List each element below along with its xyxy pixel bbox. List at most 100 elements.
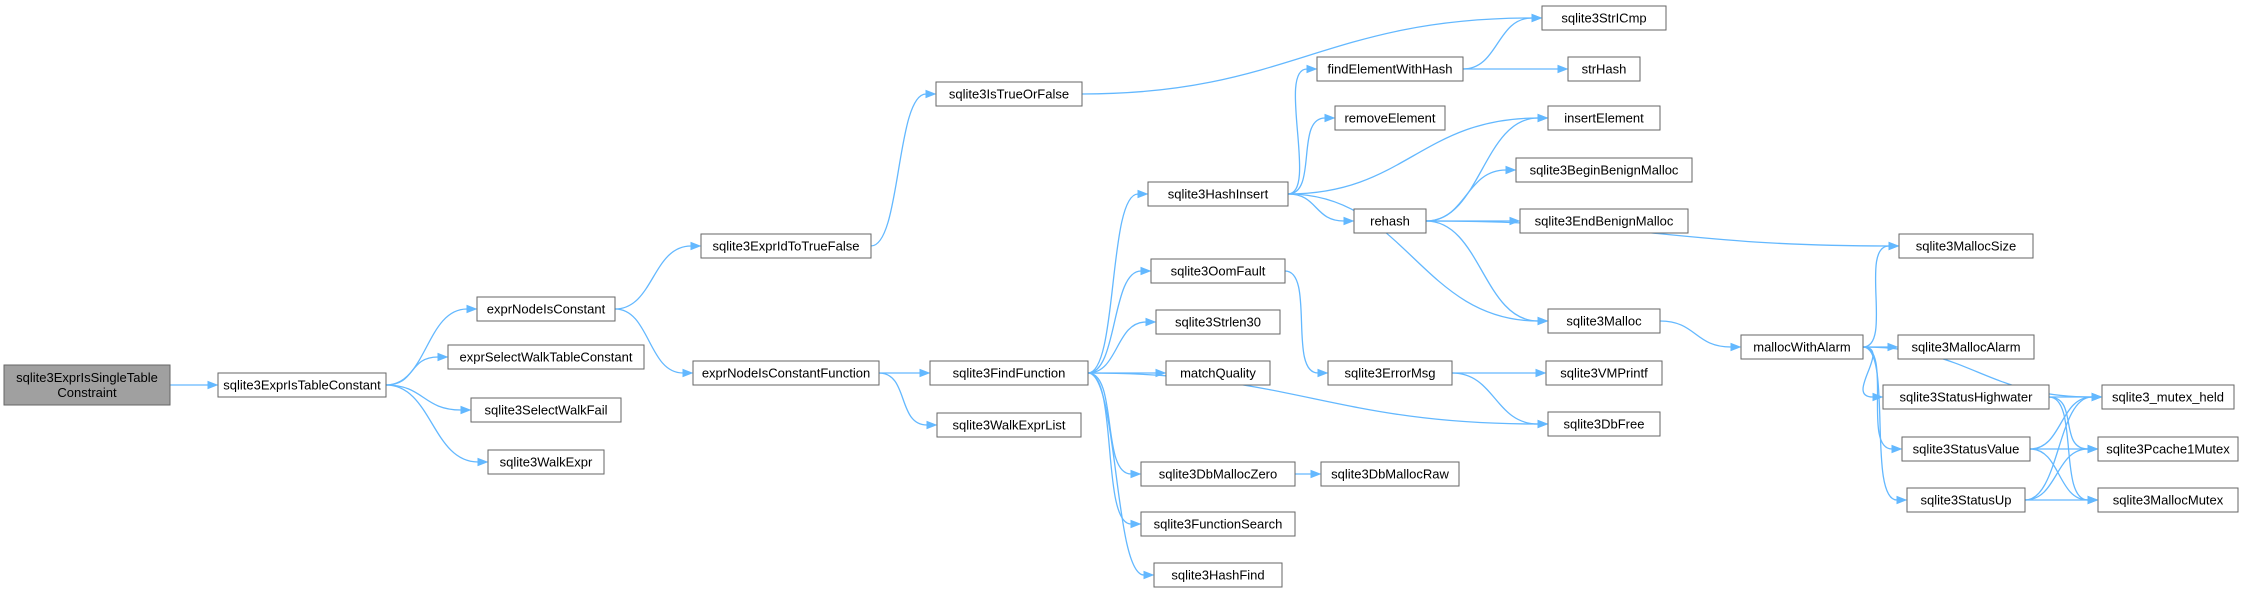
edge-line: [2024, 396, 2093, 501]
edge-findelementwithhash-to-sqlite3stricmp: [1462, 13, 1543, 70]
node-findelementwithhash[interactable]: findElementWithHash: [1316, 56, 1464, 82]
edge-line: [1081, 17, 1533, 95]
node-sqlite3dbmalloczero[interactable]: sqlite3DbMallocZero: [1140, 461, 1296, 487]
edge-line: [870, 93, 927, 247]
node-label: sqlite3EndBenignMalloc: [1535, 214, 1674, 229]
node-sqlite3hashinsert[interactable]: sqlite3HashInsert: [1147, 181, 1289, 207]
node-sqlite3dbfree[interactable]: sqlite3DbFree: [1547, 411, 1661, 437]
node-box: [1155, 309, 1281, 335]
edge-line: [1862, 245, 1890, 348]
node-sqlite3mallocsize[interactable]: sqlite3MallocSize: [1898, 233, 2034, 259]
node-sqlite3endbenignmalloc[interactable]: sqlite3EndBenignMalloc: [1519, 208, 1689, 234]
node-sqlite3oomfault[interactable]: sqlite3OomFault: [1150, 258, 1286, 284]
node-sqlite3dbmallocraw[interactable]: sqlite3DbMallocRaw: [1320, 461, 1460, 487]
edge-sqlite3findfunction-to-sqlite3strlen30: [1087, 317, 1157, 374]
node-box: [1541, 5, 1667, 31]
node-box: [1567, 56, 1641, 82]
node-box: [1547, 308, 1661, 334]
edge-line: [1287, 117, 1539, 195]
node-exprnodeisconstantfunction[interactable]: exprNodeIsConstantFunction: [692, 360, 880, 386]
node-label: findElementWithHash: [1328, 62, 1453, 77]
node-label: sqlite3WalkExprList: [953, 418, 1066, 433]
edge-line: [2029, 448, 2089, 501]
node-sqlite3malloc[interactable]: sqlite3Malloc: [1547, 308, 1661, 334]
node-exprnodeisconstant[interactable]: exprNodeIsConstant: [476, 296, 616, 322]
edge-arrowhead: [460, 405, 472, 415]
node-box: [1327, 360, 1453, 386]
node-label: insertElement: [1564, 111, 1644, 126]
node-box: [1165, 360, 1271, 386]
node-sqlite3istrueorfalse[interactable]: sqlite3IsTrueOrFalse: [935, 81, 1083, 107]
edge-line: [1659, 320, 1732, 348]
node-label: sqlite3Malloc: [1566, 314, 1642, 329]
edge-sqlite3hashinsert-to-removeelement: [1287, 113, 1336, 195]
node-sqlite3walkexprlist[interactable]: sqlite3WalkExprList: [936, 412, 1082, 438]
edge-line: [1451, 372, 1539, 425]
node-exprselectwalktableconstant[interactable]: exprSelectWalkTableConstant: [447, 344, 645, 370]
edge-line: [1087, 193, 1139, 374]
node-strhash[interactable]: strHash: [1567, 56, 1641, 82]
node-sqlite3walkexpr[interactable]: sqlite3WalkExpr: [487, 449, 605, 475]
node-sqlite3hashfind[interactable]: sqlite3HashFind: [1153, 562, 1283, 588]
node-label: sqlite3VMPrintf: [1560, 366, 1648, 381]
node-sqlite3statusup[interactable]: sqlite3StatusUp: [1906, 487, 2026, 513]
node-sqlite3strlen30[interactable]: sqlite3Strlen30: [1155, 309, 1281, 335]
node-sqlite3selectwalkfail[interactable]: sqlite3SelectWalkFail: [470, 397, 622, 423]
node-mallocwithalarm[interactable]: mallocWithAlarm: [1740, 334, 1864, 360]
node-sqlite3vmprintf[interactable]: sqlite3VMPrintf: [1545, 360, 1663, 386]
edge-line: [385, 384, 462, 411]
node-matchquality[interactable]: matchQuality: [1165, 360, 1271, 386]
node-label: sqlite3IsTrueOrFalse: [949, 87, 1069, 102]
edge-arrowhead: [1535, 368, 1547, 378]
node-label: sqlite3HashFind: [1171, 568, 1264, 583]
edge-line: [385, 308, 468, 386]
edge-sqlite3expridtotruefalse-to-sqlite3istrueorfalse: [870, 89, 937, 247]
edge-arrowhead: [1140, 266, 1152, 276]
node-sqlite3findfunction[interactable]: sqlite3FindFunction: [929, 360, 1089, 386]
node-box: [3, 364, 171, 406]
node-box: [1140, 511, 1296, 537]
node-label: sqlite3StatusHighwater: [1900, 390, 2034, 405]
edge-line: [2024, 448, 2089, 501]
node-rehash[interactable]: rehash: [1353, 208, 1427, 234]
node-label: sqlite3ExprIdToTrueFalse: [713, 239, 860, 254]
node-removeelement[interactable]: removeElement: [1334, 105, 1446, 131]
node-label: sqlite3StatusValue: [1913, 442, 2020, 457]
node-box: [1898, 233, 2034, 259]
edge-sqlite3findfunction-to-sqlite3dbmalloczero: [1087, 372, 1142, 479]
edge-line: [1425, 117, 1539, 222]
node-sqlite3errormsg[interactable]: sqlite3ErrorMsg: [1327, 360, 1453, 386]
node-label: sqlite3DbMallocZero: [1159, 467, 1278, 482]
edge-arrowhead: [925, 89, 937, 99]
edge-sqlite3exprissingletableconstraint-to-sqlite3expristableconstant: [170, 380, 219, 390]
node-insertelement[interactable]: insertElement: [1547, 105, 1661, 131]
node-label: sqlite3ExprIsTableConstant: [223, 378, 381, 393]
node-sqlite3stricmp[interactable]: sqlite3StrICmp: [1541, 5, 1667, 31]
node-sqlite3-mutex-held[interactable]: sqlite3_mutex_held: [2101, 384, 2235, 410]
node-sqlite3mallocmutex[interactable]: sqlite3MallocMutex: [2097, 487, 2239, 513]
edge-sqlite3statusup-to-sqlite3mallocmutex: [2024, 495, 2099, 505]
edge-arrowhead: [1145, 317, 1157, 327]
node-sqlite3functionsearch[interactable]: sqlite3FunctionSearch: [1140, 511, 1296, 537]
node-label: removeElement: [1344, 111, 1435, 126]
node-sqlite3expristableconstant[interactable]: sqlite3ExprIsTableConstant: [217, 372, 387, 398]
edge-findelementwithhash-to-strhash: [1463, 64, 1569, 74]
node-box: [1150, 258, 1286, 284]
edge-line: [1425, 220, 1539, 322]
edge-arrowhead: [919, 368, 931, 378]
node-sqlite3statushighwater[interactable]: sqlite3StatusHighwater: [1882, 384, 2050, 410]
node-label: Constraint: [57, 385, 117, 400]
node-sqlite3beginbenignmalloc[interactable]: sqlite3BeginBenignMalloc: [1515, 157, 1693, 183]
edge-line: [1287, 193, 1539, 322]
node-box: [1515, 157, 1693, 183]
node-sqlite3mallocalarm[interactable]: sqlite3MallocAlarm: [1897, 334, 2035, 360]
node-sqlite3expridtotruefalse[interactable]: sqlite3ExprIdToTrueFalse: [700, 233, 872, 259]
node-box: [2101, 384, 2235, 410]
edge-arrowhead: [926, 420, 938, 430]
node-sqlite3pcache1mutex[interactable]: sqlite3Pcache1Mutex: [2097, 436, 2239, 462]
node-sqlite3statusvalue[interactable]: sqlite3StatusValue: [1901, 436, 2031, 462]
edge-arrowhead: [682, 368, 694, 378]
edge-arrowhead: [466, 304, 478, 314]
